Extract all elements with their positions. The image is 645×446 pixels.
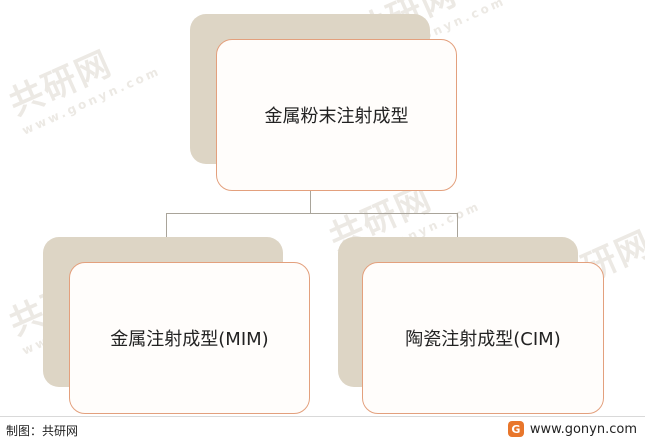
connector-branch-bar — [166, 213, 457, 214]
child-node-cim-label: 陶瓷注射成型(CIM) — [405, 329, 561, 350]
chart-credit: 制图：共研网 — [6, 424, 79, 438]
watermark-logo: 共研网 — [3, 43, 119, 124]
child-node-cim: 陶瓷注射成型(CIM) — [362, 262, 604, 414]
child-node-mim-label: 金属注射成型(MIM) — [110, 329, 269, 350]
connector-left-drop — [166, 213, 167, 237]
gonyn-logo-icon: G — [507, 421, 524, 437]
footer-divider — [0, 416, 645, 417]
child-node-mim: 金属注射成型(MIM) — [69, 262, 310, 414]
root-node-label: 金属粉末注射成型 — [264, 106, 409, 127]
watermark-url: www.gonyn.com — [19, 63, 163, 138]
site-link[interactable]: G www.gonyn.com — [507, 421, 637, 437]
site-url: www.gonyn.com — [529, 421, 637, 437]
connector-right-drop — [457, 213, 458, 237]
connector-root-stem — [310, 168, 311, 214]
watermark: 共研网 www.gonyn.com — [0, 19, 163, 138]
root-node: 金属粉末注射成型 — [216, 39, 457, 191]
